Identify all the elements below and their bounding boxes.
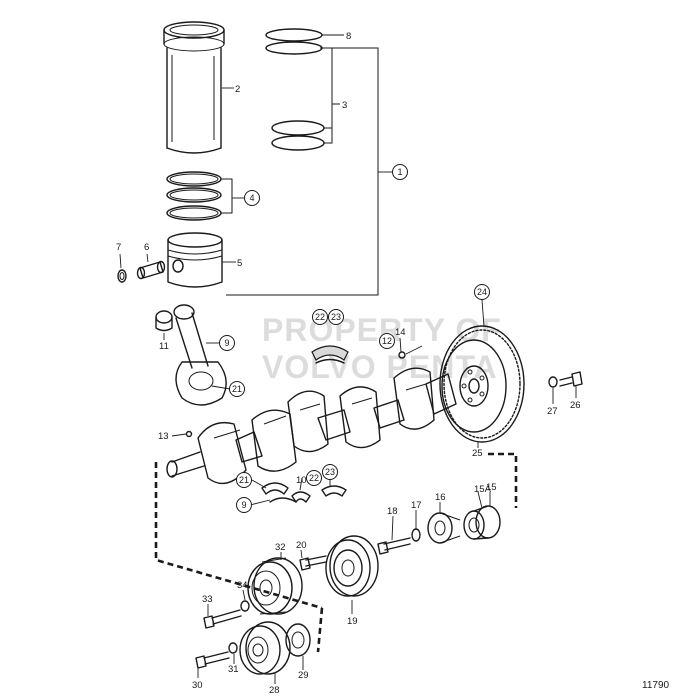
- circled-callout-21-upper: 21: [229, 381, 245, 397]
- svg-text:23: 23: [331, 312, 341, 322]
- circled-callout-24: 24: [474, 284, 490, 300]
- svg-text:4: 4: [249, 193, 254, 203]
- callout-11: 11: [159, 341, 169, 352]
- callout-13: 13: [158, 431, 169, 442]
- callout-8: 8: [346, 31, 351, 42]
- callout-15a: 15A: [474, 484, 492, 495]
- circled-callout-1: 1: [392, 164, 408, 180]
- flywheel: [439, 325, 525, 443]
- svg-text:24: 24: [477, 287, 487, 297]
- callout-34: 34: [237, 580, 248, 591]
- callout-18: 18: [387, 506, 398, 517]
- callout-20: 20: [296, 540, 307, 551]
- callout-32: 32: [275, 542, 286, 553]
- callout-17: 17: [411, 500, 422, 511]
- callout-31: 31: [228, 664, 239, 675]
- washer-17: [411, 528, 421, 542]
- svg-text:21: 21: [239, 475, 249, 485]
- main-bearing-shells-lower: [261, 482, 347, 503]
- washer-34: [240, 600, 250, 612]
- flywheel-bolt: [548, 371, 583, 388]
- callout-19: 19: [347, 616, 358, 627]
- callout-30: 30: [192, 680, 203, 691]
- washer-31: [228, 642, 238, 654]
- callout-16: 16: [435, 492, 446, 503]
- callout-5: 5: [237, 258, 242, 269]
- main-bearing-shells-upper: [311, 345, 349, 364]
- leader-lines: [119, 34, 577, 684]
- hub-16: [427, 512, 461, 544]
- circled-callout-23-upper: 23: [328, 309, 344, 325]
- pulley-32: [247, 557, 303, 615]
- callout-3: 3: [342, 100, 347, 111]
- circled-callout-22-upper: 22: [312, 309, 328, 325]
- circled-callout-12: 12: [379, 333, 395, 349]
- svg-text:12: 12: [382, 336, 392, 346]
- bolt-33: [203, 609, 242, 629]
- vibration-damper: [325, 535, 379, 597]
- callout-7: 7: [116, 242, 121, 253]
- callout-2: 2: [235, 84, 240, 95]
- bolt-20: [299, 555, 327, 571]
- crankshaft: [166, 367, 457, 485]
- bolt-18: [377, 537, 411, 555]
- svg-text:9: 9: [224, 338, 229, 348]
- circled-callout-21-lower: 21: [236, 472, 252, 488]
- callout-27: 27: [547, 406, 558, 417]
- svg-text:22: 22: [309, 473, 319, 483]
- circled-callout-9-upper: 9: [219, 335, 235, 351]
- pulley-28: [239, 621, 291, 675]
- piston-pin: [117, 260, 166, 283]
- circled-callout-23-lower: 23: [322, 464, 338, 480]
- svg-text:22: 22: [315, 312, 325, 322]
- svg-text:23: 23: [325, 467, 335, 477]
- callout-6: 6: [144, 242, 149, 253]
- bolt-30: [195, 651, 230, 669]
- svg-text:21: 21: [232, 384, 242, 394]
- callout-26: 26: [570, 400, 581, 411]
- callout-14: 14: [395, 327, 406, 338]
- callout-10: 10: [296, 475, 307, 486]
- crank-gear-15: [463, 505, 501, 540]
- svg-text:1: 1: [397, 167, 402, 177]
- liner-seal-rings: [265, 28, 325, 151]
- callout-15: 15: [486, 482, 497, 493]
- callout-33: 33: [202, 594, 213, 605]
- dowel-pin-13: [185, 430, 193, 438]
- drawing-reference-number: 11790: [642, 680, 670, 691]
- callout-25: 25: [472, 448, 483, 459]
- watermark-line-2: VOLVO PENTA: [262, 349, 498, 385]
- callout-28: 28: [269, 685, 280, 696]
- circled-callout-4: 4: [244, 190, 260, 206]
- hub-29: [285, 623, 311, 657]
- circled-callout-22-lower: 22: [306, 470, 322, 486]
- connecting-rod: [155, 304, 227, 406]
- svg-text:9: 9: [241, 500, 246, 510]
- piston-rings: [166, 171, 222, 221]
- dowel-pin: [398, 351, 406, 359]
- circled-callout-9-lower: 9: [236, 497, 252, 513]
- piston: [167, 232, 223, 288]
- cylinder-liner: [163, 21, 225, 154]
- watermark: PROPERTY OF VOLVO PENTA: [262, 312, 501, 385]
- callout-29: 29: [298, 670, 309, 681]
